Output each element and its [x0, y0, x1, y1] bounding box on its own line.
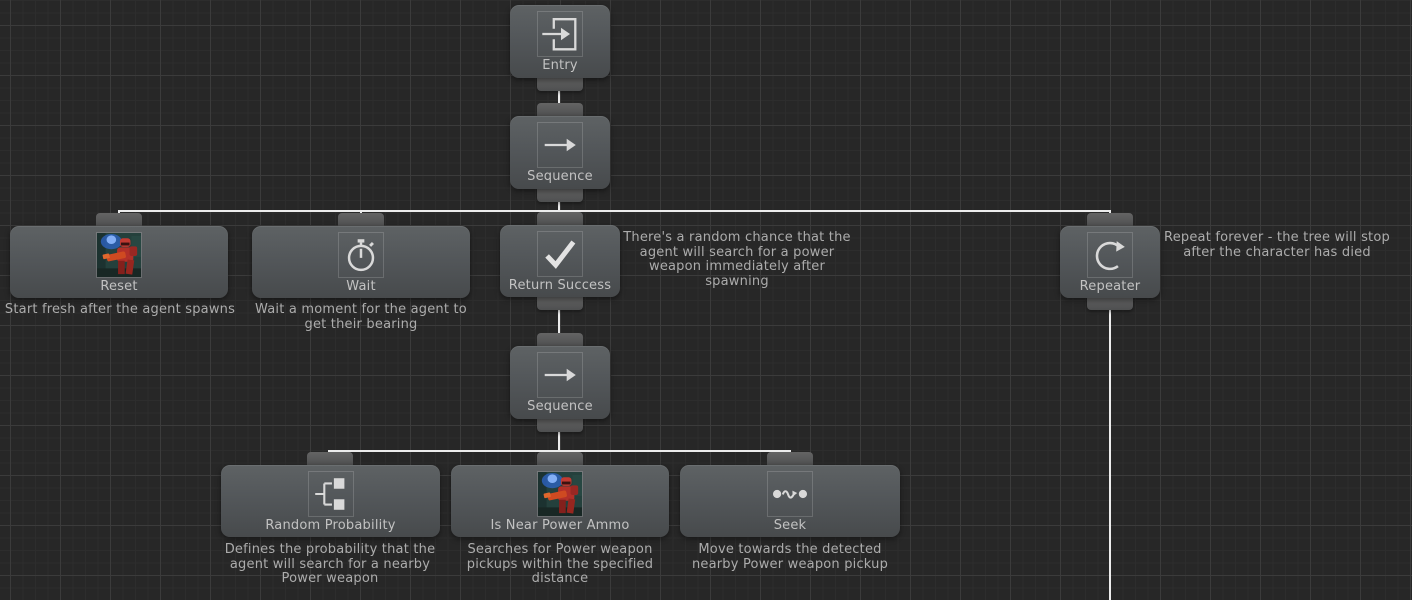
node-label: Sequence [527, 399, 593, 414]
branch-icon [307, 471, 354, 517]
edge-branch-row2 [329, 450, 791, 452]
node-label: Reset [100, 279, 138, 294]
node-label: Random Probability [265, 518, 396, 533]
connector-top-wait[interactable] [338, 213, 384, 227]
character-thumbnail [537, 471, 583, 517]
node-seek[interactable]: Seek [680, 465, 900, 537]
node-label: Entry [542, 58, 578, 73]
node-label: Wait [346, 279, 376, 294]
seek-path-icon [767, 471, 813, 517]
character-thumbnail [96, 232, 142, 278]
connector-top-is-near-power-ammo[interactable] [537, 452, 583, 466]
right-arrow-icon [537, 122, 583, 168]
comment-random-probability: Defines the probability that the agent w… [224, 542, 436, 586]
node-label: Is Near Power Ammo [490, 518, 630, 533]
node-reset[interactable]: Reset [10, 226, 228, 298]
node-label: Sequence [527, 169, 593, 184]
node-label: Seek [773, 518, 807, 533]
edge-entry-sequence [558, 84, 560, 108]
node-repeater[interactable]: Repeater [1060, 226, 1160, 298]
comment-repeater: Repeat forever - the tree will stop afte… [1164, 230, 1390, 260]
comment-is-near-power-ammo: Searches for Power weapon pickups within… [466, 542, 654, 586]
node-return-success[interactable]: Return Success [500, 225, 620, 297]
node-wait[interactable]: Wait [252, 226, 470, 298]
connector-bottom-sequence1[interactable] [537, 188, 583, 202]
connector-top-reset[interactable] [96, 213, 142, 227]
comment-seek: Move towards the detected nearby Power w… [691, 542, 889, 572]
connector-top-seek[interactable] [767, 452, 813, 466]
node-sequence-top[interactable]: Sequence [510, 116, 610, 189]
checkmark-icon [537, 231, 583, 277]
comment-return-success: There's a random chance that the agent w… [623, 230, 851, 289]
comment-reset: Start fresh after the agent spawns [4, 302, 236, 317]
edge-branch-row1 [119, 210, 1111, 212]
connector-bottom-entry[interactable] [537, 77, 583, 91]
connector-top-return-success[interactable] [537, 212, 583, 226]
edge-sequence-down [558, 196, 560, 212]
enter-icon [537, 11, 583, 57]
comment-wait: Wait a moment for the agent to get their… [255, 302, 467, 332]
node-label: Return Success [508, 278, 612, 293]
connector-top-sequence2[interactable] [537, 333, 583, 347]
edge-sequence2-down [558, 426, 560, 452]
node-label: Repeater [1079, 279, 1141, 294]
node-entry[interactable]: Entry [510, 5, 610, 78]
connector-top-random-probability[interactable] [307, 452, 353, 466]
connector-top-repeater[interactable] [1087, 213, 1133, 227]
node-random-probability[interactable]: Random Probability [221, 465, 440, 537]
edge-return-success-sequence [558, 303, 560, 341]
node-is-near-power-ammo[interactable]: Is Near Power Ammo [451, 465, 669, 537]
edge-repeater-subtree [1109, 303, 1111, 600]
connector-bottom-return-success[interactable] [537, 296, 583, 310]
right-arrow-icon [537, 352, 583, 398]
connector-top-sequence1[interactable] [537, 103, 583, 117]
circular-arrow-icon [1087, 232, 1133, 278]
node-sequence-bottom[interactable]: Sequence [510, 346, 610, 419]
connector-bottom-repeater[interactable] [1087, 296, 1133, 310]
connector-bottom-sequence2[interactable] [537, 418, 583, 432]
stopwatch-icon [338, 232, 384, 278]
